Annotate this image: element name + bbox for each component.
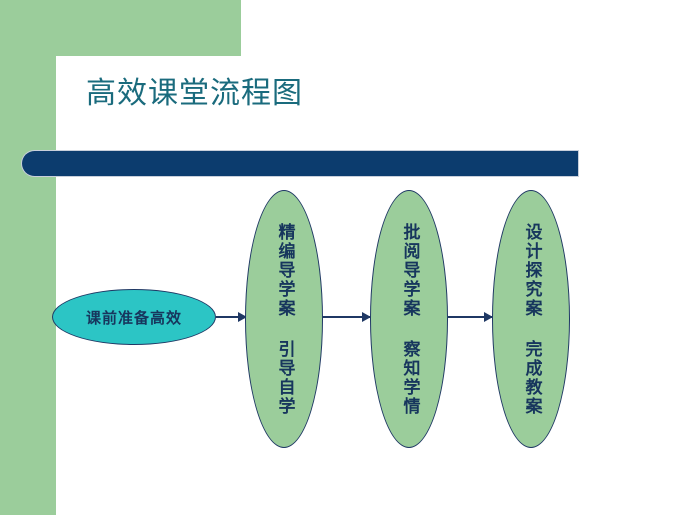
page-title: 高效课堂流程图 xyxy=(86,76,303,111)
flow-arrow-3 xyxy=(448,312,493,322)
flow-node-start[interactable]: 课前准备高效 xyxy=(52,289,216,345)
flow-node-step-1[interactable]: 精编导学案 引导自学 xyxy=(245,190,323,448)
title-underline-bar xyxy=(22,151,578,176)
flow-node-step-1-label: 精编导学案 引导自学 xyxy=(274,222,295,416)
flow-arrow-1 xyxy=(216,312,247,322)
flow-node-start-label: 课前准备高效 xyxy=(85,308,182,327)
flow-arrow-2 xyxy=(322,312,371,322)
flow-node-step-3[interactable]: 设计探究案 完成教案 xyxy=(492,190,570,448)
flow-node-step-2[interactable]: 批阅导学案 察知学情 xyxy=(370,190,448,448)
flow-node-step-2-label: 批阅导学案 察知学情 xyxy=(399,222,420,416)
flow-node-step-3-label: 设计探究案 完成教案 xyxy=(521,222,542,416)
green-left-sidebar-decoration xyxy=(0,0,56,515)
